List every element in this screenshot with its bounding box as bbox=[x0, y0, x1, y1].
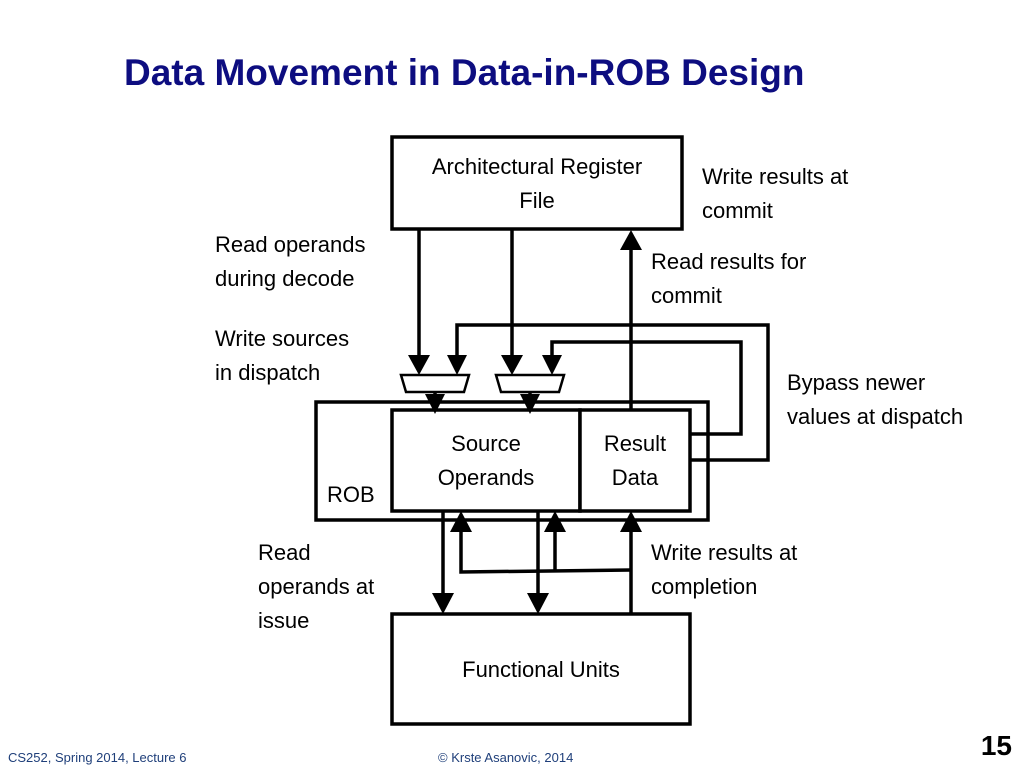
annotation-line: issue bbox=[258, 608, 310, 633]
arf-label: Architectural Register File bbox=[392, 150, 682, 218]
annotation-line: Write sources bbox=[215, 326, 350, 351]
result-label-line2: Data bbox=[611, 465, 659, 490]
annotation-line: Bypass newer bbox=[787, 370, 926, 395]
annotation-write-results-completion: Write results at completion bbox=[651, 536, 797, 604]
completion-bypass-line bbox=[459, 528, 632, 574]
annotation-line: during decode bbox=[215, 266, 355, 291]
annotation-write-sources-dispatch: Write sources in dispatch bbox=[215, 322, 349, 390]
footer-copyright: © Krste Asanovic, 2014 bbox=[438, 750, 574, 765]
annotation-read-operands-decode: Read operands during decode bbox=[215, 228, 365, 296]
annotation-line: Write results at bbox=[651, 540, 798, 565]
annotation-line: completion bbox=[651, 574, 758, 599]
annotation-line: Read bbox=[258, 540, 311, 565]
arf-box bbox=[390, 135, 684, 231]
footer-course: CS252, Spring 2014, Lecture 6 bbox=[8, 750, 187, 765]
annotation-read-operands-issue: Read operands at issue bbox=[258, 536, 374, 638]
result-data-label: Result Data bbox=[580, 427, 690, 495]
mux-2 bbox=[494, 373, 566, 394]
annotation-read-results-commit: Read results for commit bbox=[651, 245, 806, 313]
annotation-line: commit bbox=[702, 198, 773, 223]
source-operands-label: Source Operands bbox=[392, 427, 580, 495]
annotation-write-results-commit: Write results at commit bbox=[702, 160, 848, 228]
result-data-box bbox=[578, 408, 692, 513]
annotation-line: in dispatch bbox=[215, 360, 321, 385]
page-number: 15 bbox=[980, 730, 1012, 761]
bypass-line-outer bbox=[455, 323, 770, 462]
rob-label: ROB bbox=[327, 482, 375, 507]
functional-units-box bbox=[390, 612, 692, 726]
source-operands-box bbox=[390, 408, 582, 513]
mux-1 bbox=[399, 373, 471, 394]
annotation-line: Read results for bbox=[651, 249, 807, 274]
arf-label-line1: Architectural Register bbox=[431, 154, 643, 179]
bypass-line-inner bbox=[550, 340, 743, 436]
source-label-line2: Operands bbox=[437, 465, 535, 490]
annotation-line: values at dispatch bbox=[787, 404, 964, 429]
annotation-line: operands at bbox=[258, 574, 375, 599]
annotation-bypass-newer-values: Bypass newer values at dispatch bbox=[787, 366, 963, 434]
slide-title: Data Movement in Data-in-ROB Design bbox=[124, 52, 805, 93]
annotation-line: Read operands bbox=[215, 232, 366, 257]
annotation-line: Write results at bbox=[702, 164, 849, 189]
arf-label-line2: File bbox=[519, 188, 555, 213]
result-label-line1: Result bbox=[603, 431, 667, 456]
source-label-line1: Source bbox=[451, 431, 521, 456]
functional-units-label: Functional Units bbox=[462, 657, 620, 682]
annotation-line: commit bbox=[651, 283, 722, 308]
